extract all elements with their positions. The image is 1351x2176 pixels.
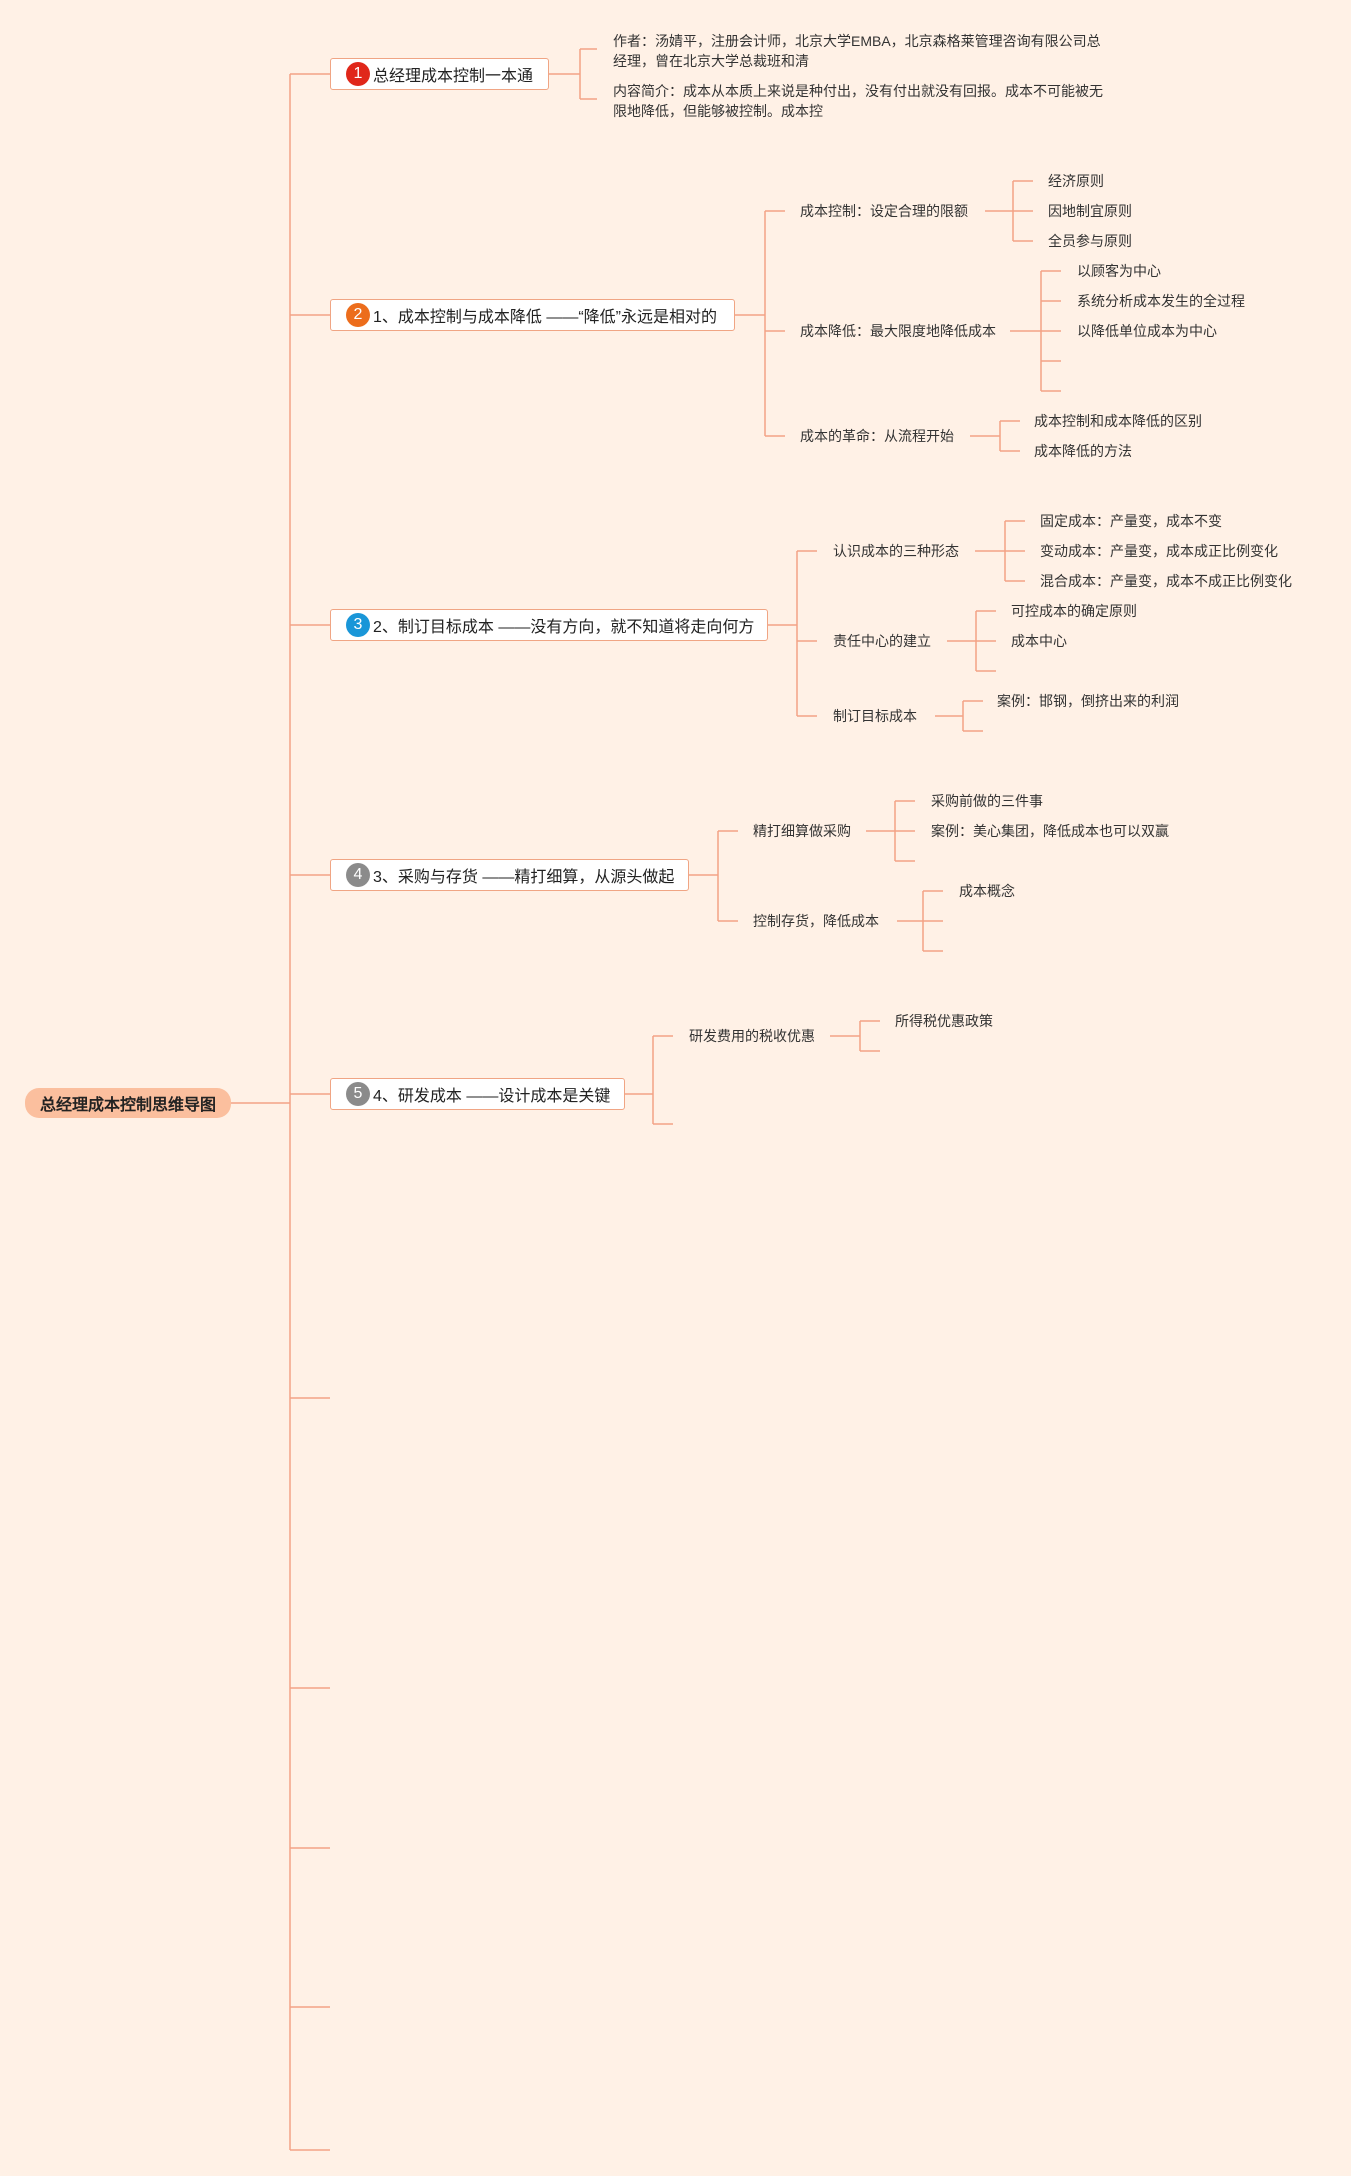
leaf-fixed-cost[interactable]: 固定成本：产量变，成本不变 [1040,513,1222,529]
leaf-meixin-case[interactable]: 案例：美心集团，降低成本也可以双赢 [931,823,1169,839]
branch-4-title: 3、采购与存货 ——精打细算，从源头做起 [373,869,675,886]
leaf-customer-center[interactable]: 以顾客为中心 [1077,263,1161,279]
branch-1-title: 总经理成本控制一本通 [373,68,534,85]
leaf-cost-concept[interactable]: 成本概念 [959,883,1015,899]
root-node[interactable]: 总经理成本控制思维导图 [25,1088,231,1118]
leaf-reduction-methods[interactable]: 成本降低的方法 [1034,443,1132,459]
node-procurement[interactable]: 精打细算做采购 [753,823,851,839]
leaf-income-tax-policy[interactable]: 所得税优惠政策 [895,1013,993,1029]
leaf-all-staff-principle[interactable]: 全员参与原则 [1048,233,1132,249]
branch-4-node[interactable]: 4 3、采购与存货 ——精打细算，从源头做起 [330,859,689,891]
branch-5-node[interactable]: 5 4、研发成本 ——设计成本是关键 [330,1078,625,1110]
number-4-icon: 4 [346,863,370,887]
leaf-controllable-cost[interactable]: 可控成本的确定原则 [1011,603,1137,619]
node-cost-revolution[interactable]: 成本的革命：从流程开始 [800,428,954,444]
number-2-icon: 2 [346,303,370,327]
leaf-unit-cost-center[interactable]: 以降低单位成本为中心 [1077,323,1217,339]
node-inventory-control[interactable]: 控制存货，降低成本 [753,913,879,929]
branch-5-title: 4、研发成本 ——设计成本是关键 [373,1088,611,1105]
node-responsibility-center[interactable]: 责任中心的建立 [833,633,931,649]
leaf-local-principle[interactable]: 因地制宜原则 [1048,203,1132,219]
leaf-hangang-case[interactable]: 案例：邯钢，倒挤出来的利润 [997,693,1179,709]
node-three-cost-forms[interactable]: 认识成本的三种形态 [833,543,959,559]
number-1-icon: 1 [346,62,370,86]
leaf-mixed-cost[interactable]: 混合成本：产量变，成本不成正比例变化 [1040,573,1292,589]
leaf-three-things[interactable]: 采购前做的三件事 [931,793,1043,809]
leaf-system-analysis[interactable]: 系统分析成本发生的全过程 [1077,293,1245,309]
summary-note[interactable]: 内容简介：成本从本质上来说是种付出，没有付出就没有回报。成本不可能被无限地降低，… [613,83,1103,119]
node-cost-control-limit[interactable]: 成本控制：设定合理的限额 [800,203,968,219]
branch-1-node[interactable]: 1 总经理成本控制一本通 [330,58,549,90]
number-5-icon: 5 [346,1082,370,1106]
author-note[interactable]: 作者：汤婧平，注册会计师，北京大学EMBA，北京森格莱管理咨询有限公司总经理，曾… [613,33,1101,69]
branch-2-title: 1、成本控制与成本降低 ——“降低”永远是相对的 [373,309,718,326]
leaf-cost-center[interactable]: 成本中心 [1011,633,1067,649]
branch-3-title: 2、制订目标成本 ——没有方向，就不知道将走向何方 [373,619,755,636]
branch-3-node[interactable]: 3 2、制订目标成本 ——没有方向，就不知道将走向何方 [330,609,768,641]
leaf-variable-cost[interactable]: 变动成本：产量变，成本成正比例变化 [1040,543,1278,559]
node-cost-reduction[interactable]: 成本降低：最大限度地降低成本 [800,323,996,339]
branch-2-node[interactable]: 2 1、成本控制与成本降低 ——“降低”永远是相对的 [330,299,735,331]
node-target-cost[interactable]: 制订目标成本 [833,708,917,724]
node-rd-tax[interactable]: 研发费用的税收优惠 [689,1028,815,1044]
leaf-control-vs-reduction[interactable]: 成本控制和成本降低的区别 [1034,413,1202,429]
number-3-icon: 3 [346,613,370,637]
leaf-economic-principle[interactable]: 经济原则 [1048,173,1104,189]
